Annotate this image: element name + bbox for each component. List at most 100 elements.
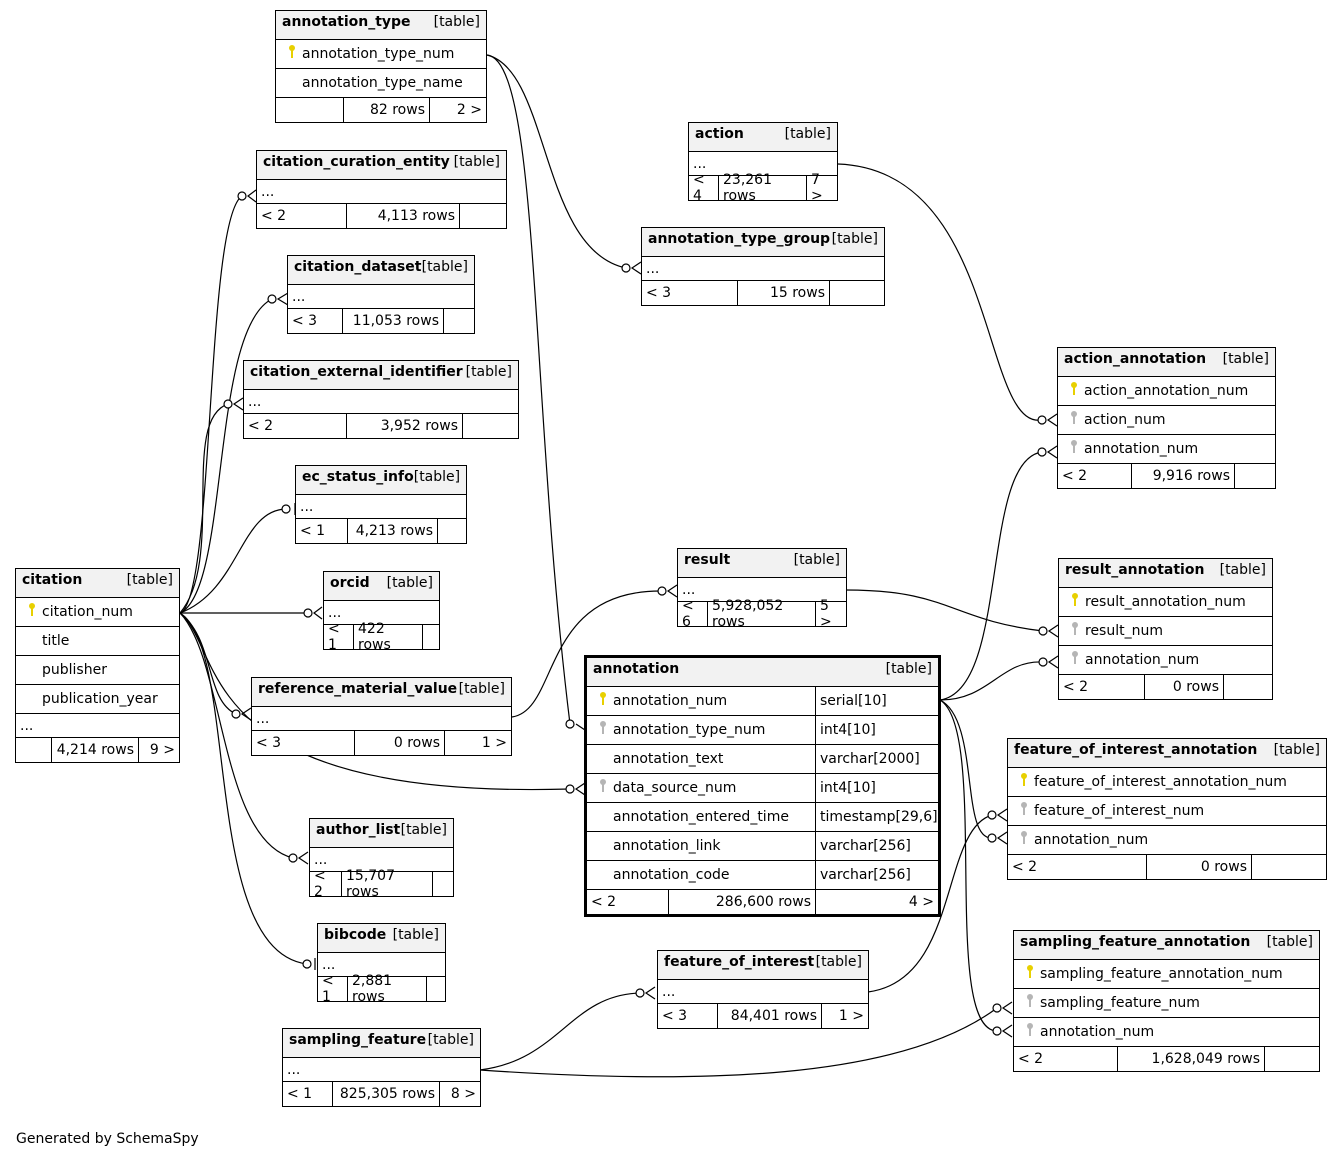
column-type: varchar[256] [815,861,938,889]
table-name: ec_status_info [302,469,414,485]
column-name: publication_year [42,691,158,707]
row-count: 0 rows [1147,855,1252,879]
table-type-label: [table] [1222,351,1269,367]
table-name: feature_of_interest [664,954,815,970]
column-name: action_num [1084,412,1166,428]
parent-count: < 2 [1059,675,1145,699]
table-name: citation [22,572,83,588]
edge-foi-annotation-annotation [939,699,993,839]
edge-citation-external-identifier [179,403,229,614]
row-count: 4,213 rows [348,519,438,543]
column-type: varchar[256] [815,832,938,860]
row-count: 0 rows [355,731,445,755]
table-feature-of-interest-annotation[interactable]: feature_of_interest_annotation[table] fe… [1007,738,1327,880]
table-name: annotation_type [282,14,411,30]
table-name: author_list [316,822,401,838]
generator-credit: Generated by SchemaSpy [16,1131,199,1147]
table-type-label: [table] [421,259,468,275]
row-count: 5,928,052 rows [708,598,816,630]
column-name: annotation_type_name [302,75,463,91]
edge-foi-annotation-foi [867,814,993,993]
parent-count: < 2 [1058,464,1132,488]
collapsed-columns: ... [244,390,518,414]
table-type-label: [table] [413,469,461,485]
table-name: citation_curation_entity [263,154,450,170]
primary-key-icon [1071,593,1079,607]
table-type-label: [table] [465,364,512,380]
row-count: 0 rows [1145,675,1224,699]
parent-count: < 2 [587,890,669,914]
child-count: 2 > [456,102,482,118]
collapsed-columns: ... [658,980,868,1004]
column-name: annotation_entered_time [613,809,789,825]
edge-action-annotation-annotation [939,451,1043,701]
table-result-annotation[interactable]: result_annotation[table] result_annotati… [1058,558,1273,700]
column-type: timestamp[29,6] [815,803,938,831]
foreign-key-icon [1070,440,1078,454]
row-count: 82 rows [344,98,430,122]
table-type-label: [table] [427,1032,474,1048]
table-citation-external-identifier[interactable]: citation_external_identifier[table] ... … [243,360,519,439]
edge-result-annotation-annotation [939,661,1044,701]
foreign-key-icon [1070,411,1078,425]
child-count [444,309,474,333]
table-action-annotation[interactable]: action_annotation[table] action_annotati… [1057,347,1276,489]
table-citation[interactable]: citation[table] citation_num title publi… [15,568,180,763]
foreign-key-icon [1020,802,1028,816]
parent-count: < 3 [658,1004,718,1028]
column-type: serial[10] [815,687,938,715]
table-name: sampling_feature [289,1032,427,1048]
table-name: annotation_type_group [648,231,831,247]
parent-count: < 6 [678,598,708,630]
table-type-label: [table] [453,154,500,170]
child-count [427,977,445,1001]
column-type: varchar[2000] [815,745,938,773]
primary-key-icon [1070,382,1078,396]
column-name: sampling_feature_num [1040,995,1200,1011]
row-count: 9,916 rows [1132,464,1235,488]
row-count: 3,952 rows [347,414,463,438]
collapsed-columns: ... [16,714,179,738]
row-count: 825,305 rows [333,1082,440,1106]
table-name: feature_of_interest_annotation [1014,742,1258,758]
row-count: 4,113 rows [347,204,460,228]
row-count: 1,628,049 rows [1118,1047,1265,1071]
parent-count: < 1 [324,621,354,653]
primary-key-icon [28,603,36,617]
table-annotation-type[interactable]: annotation_type[table] annotation_type_n… [275,10,487,123]
child-count [830,281,884,305]
collapsed-columns: ... [252,707,511,731]
column-name: annotation_num [1084,441,1199,457]
row-count: 15,707 rows [342,868,433,900]
parent-count: < 3 [288,309,343,333]
table-type-label: [table] [126,572,173,588]
child-count [1235,464,1275,488]
column-name: annotation_link [613,838,721,854]
table-type-label: [table] [386,575,433,591]
column-name: feature_of_interest_num [1034,803,1205,819]
foreign-key-icon [1026,1023,1034,1037]
parent-count: < 2 [310,868,342,900]
column-name: annotation_type_num [302,46,455,62]
table-name: bibcode [324,927,387,943]
edge-author-list [179,612,294,859]
child-count: 1 > [838,1008,864,1024]
edge-feature-of-interest-sampling [479,992,641,1071]
collapsed-columns: ... [324,601,439,625]
table-name: sampling_feature_annotation [1020,934,1251,950]
table-type-label: [table] [885,661,932,677]
table-sampling-feature-annotation[interactable]: sampling_feature_annotation[table] sampl… [1013,930,1320,1072]
